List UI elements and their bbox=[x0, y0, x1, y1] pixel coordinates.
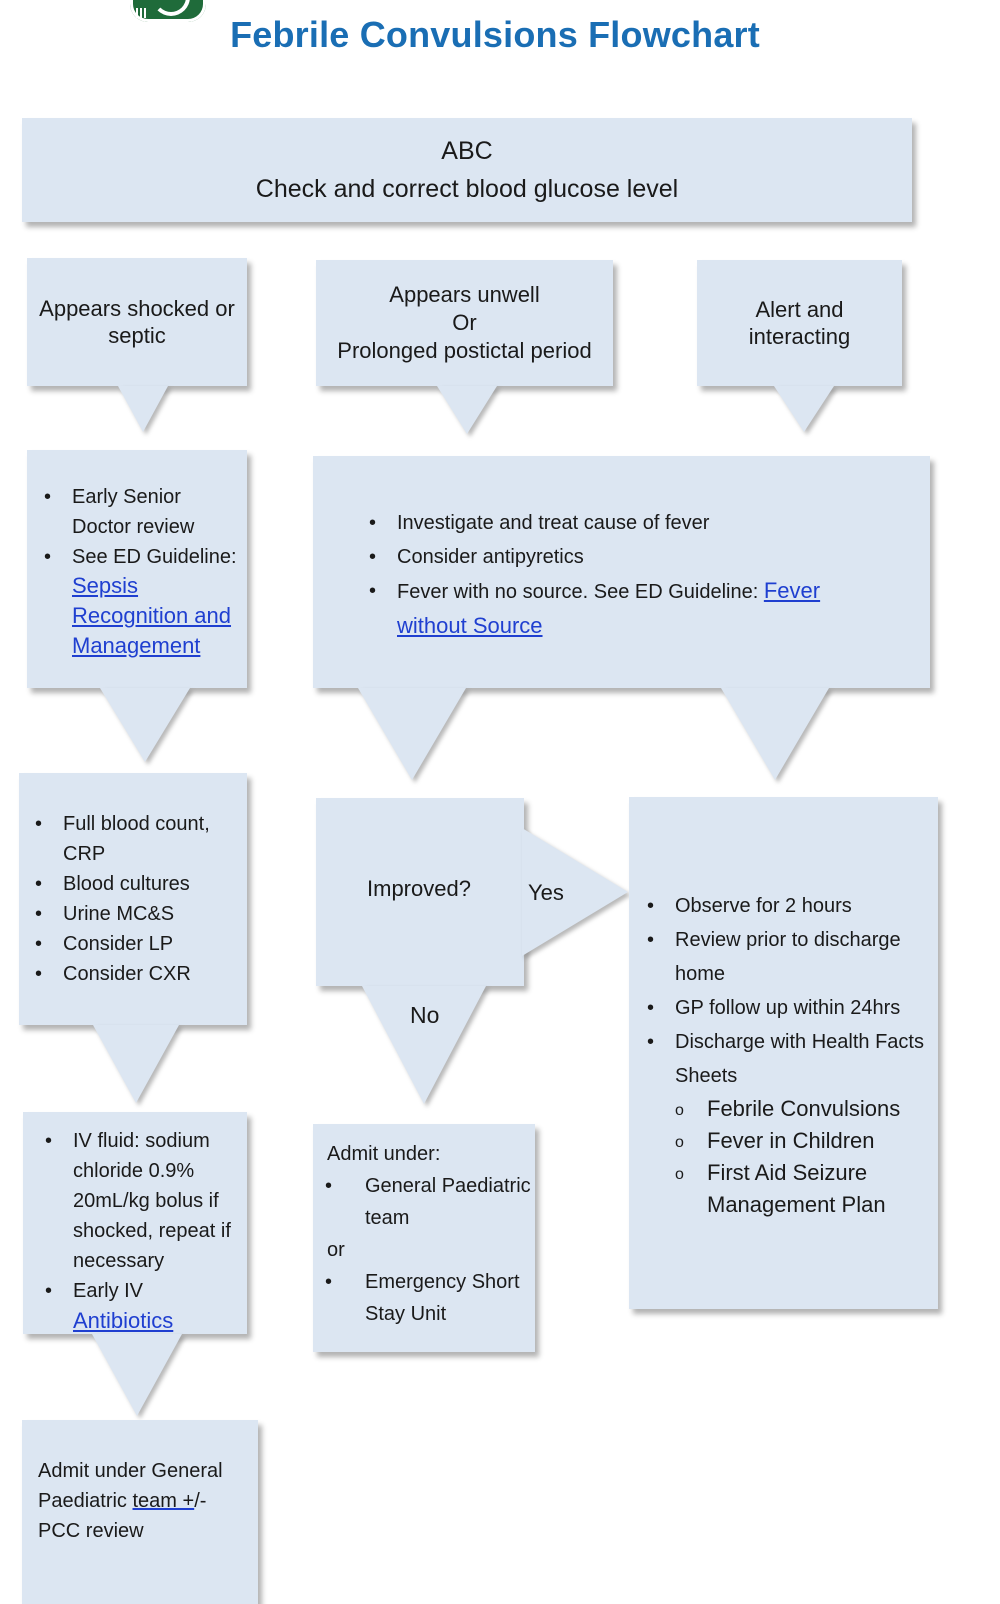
fact-sheet-item: Febrile Convulsions bbox=[671, 1093, 932, 1127]
head-shocked-text: Appears shocked or septic bbox=[39, 296, 235, 348]
head-unwell: Appears unwell Or Prolonged postictal pe… bbox=[316, 260, 613, 386]
early-senior-review: Early Senior Doctor review bbox=[32, 482, 243, 542]
fact-sheet-item: First Aid Seizure Management Plan bbox=[671, 1157, 932, 1221]
arrow-right-2 bbox=[721, 688, 829, 780]
investigation-item: Full blood count, CRP bbox=[23, 809, 243, 869]
head-alert: Alert and interacting bbox=[697, 260, 902, 386]
arrow-left-1 bbox=[118, 386, 168, 432]
iv-treatment-box: IV fluid: sodium chloride 0.9% 20mL/kg b… bbox=[23, 1112, 247, 1334]
no-label: No bbox=[410, 1002, 440, 1028]
arrow-right-1 bbox=[774, 386, 834, 432]
admit-or: or bbox=[327, 1239, 345, 1261]
arrow-mid-2 bbox=[358, 688, 466, 780]
early-iv-item: Early IV Antibiotics bbox=[33, 1276, 243, 1337]
head-unwell-line3: Prolonged postictal period bbox=[337, 338, 592, 363]
head-alert-text: Alert and interacting bbox=[748, 297, 851, 349]
investigation-item: Urine MC&S bbox=[23, 899, 243, 929]
arrow-left-2 bbox=[100, 688, 190, 762]
admit-options-box: Admit under: General Paediatric team or … bbox=[313, 1124, 535, 1352]
investigations-box: Full blood count, CRP Blood cultures Uri… bbox=[19, 773, 247, 1025]
investigate-fever: Investigate and treat cause of fever bbox=[357, 506, 890, 540]
investigation-item: Consider CXR bbox=[23, 959, 243, 989]
admit-general-text: Admit under General Paediatric bbox=[38, 1460, 223, 1512]
investigation-item: Blood cultures bbox=[23, 869, 243, 899]
head-unwell-line1: Appears unwell bbox=[389, 282, 540, 307]
arrow-left-4 bbox=[92, 1334, 182, 1416]
yes-label: Yes bbox=[528, 880, 564, 905]
senior-review-box: Early Senior Doctor review See ED Guidel… bbox=[27, 450, 247, 688]
improved-question: Improved? bbox=[367, 876, 471, 901]
consider-antipyretics: Consider antipyretics bbox=[357, 540, 890, 574]
admit-team-link: team + bbox=[132, 1490, 195, 1512]
admit-general-box: Admit under General Paediatric team +/- … bbox=[22, 1420, 258, 1604]
fever-no-source: Fever with no source. See ED Guideline: … bbox=[357, 574, 890, 644]
sepsis-guideline-link[interactable]: Sepsis Recognition and Management bbox=[72, 573, 232, 658]
observe-discharge-box: Observe for 2 hours Review prior to disc… bbox=[629, 797, 938, 1309]
review-item: Review prior to discharge home bbox=[635, 923, 932, 991]
investigation-item: Consider LP bbox=[23, 929, 243, 959]
gp-followup-item: GP follow up within 24hrs bbox=[635, 991, 932, 1025]
antibiotics-link[interactable]: Antibiotics bbox=[73, 1308, 174, 1333]
head-unwell-line2: Or bbox=[452, 310, 477, 335]
fact-sheet-item: Fever in Children bbox=[671, 1125, 932, 1159]
admit-option-essu: Emergency Short Stay Unit bbox=[313, 1266, 531, 1330]
glucose-line: Check and correct blood glucose level bbox=[255, 175, 679, 203]
iv-fluid-item: IV fluid: sodium chloride 0.9% 20mL/kg b… bbox=[33, 1126, 243, 1276]
yes-arrow bbox=[522, 828, 628, 956]
arrow-mid-1 bbox=[437, 386, 497, 434]
arrow-left-3 bbox=[93, 1025, 179, 1103]
head-shocked-septic: Appears shocked or septic bbox=[27, 258, 247, 386]
abc-line: ABC bbox=[441, 137, 493, 165]
observe-item: Observe for 2 hours bbox=[635, 889, 932, 923]
page-title: Febrile Convulsions Flowchart bbox=[230, 14, 760, 55]
discharge-item: Discharge with Health Facts Sheets Febri… bbox=[635, 1025, 932, 1221]
admit-heading: Admit under: bbox=[327, 1143, 441, 1165]
see-ed-guideline: See ED Guideline: Sepsis Recognition and… bbox=[32, 542, 243, 662]
admit-pcc-text: /- PCC review bbox=[38, 1490, 207, 1542]
improved-decision-box bbox=[316, 798, 524, 986]
logo-icon bbox=[130, 0, 206, 22]
fever-management-box: Investigate and treat cause of fever Con… bbox=[313, 456, 930, 688]
abc-box: ABC Check and correct blood glucose leve… bbox=[22, 118, 912, 222]
no-arrow bbox=[362, 986, 486, 1104]
fever-without-source-link[interactable]: Fever without Source bbox=[397, 578, 821, 638]
admit-option-paediatric: General Paediatric team bbox=[313, 1170, 531, 1234]
